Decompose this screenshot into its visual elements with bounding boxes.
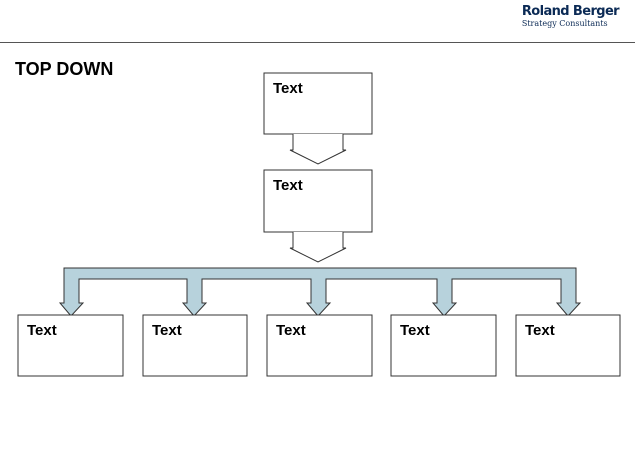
- down-arrow-2: [289, 232, 347, 263]
- bottom-box-1: Text: [17, 314, 124, 377]
- bottom-box-2-label: Text: [152, 322, 182, 339]
- bottom-box-1-label: Text: [27, 322, 57, 339]
- top-box-label: Text: [273, 80, 303, 97]
- logo-name: Roland Berger: [521, 4, 620, 19]
- bottom-box-2: Text: [142, 314, 248, 377]
- bottom-box-4-label: Text: [400, 322, 430, 339]
- down-arrow-1: [289, 134, 347, 165]
- bottom-box-3-label: Text: [276, 322, 306, 339]
- page-title: TOP DOWN: [15, 59, 114, 79]
- bottom-box-5: Text: [515, 314, 621, 377]
- logo-subtitle: Strategy Consultants: [521, 19, 608, 28]
- branch-connector: [58, 267, 582, 317]
- middle-box-label: Text: [273, 177, 303, 194]
- header-divider: [0, 42, 635, 43]
- bottom-box-5-label: Text: [525, 322, 555, 339]
- bottom-box-4: Text: [390, 314, 497, 377]
- bottom-box-3: Text: [266, 314, 373, 377]
- middle-box: Text: [263, 169, 373, 233]
- top-box: Text: [263, 72, 373, 135]
- roland-berger-logo: Roland Berger Strategy Consultants: [521, 4, 620, 29]
